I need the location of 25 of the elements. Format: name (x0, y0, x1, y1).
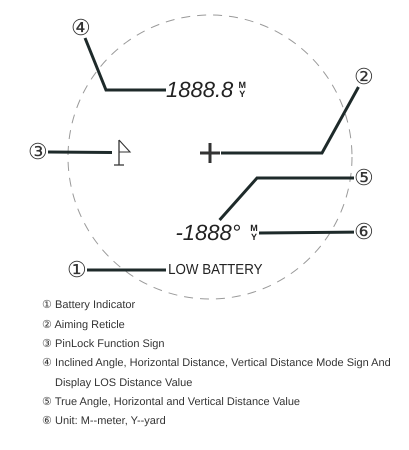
legend-note: ③ PinLock Function Sign (42, 337, 166, 352)
leader-line (221, 86, 360, 154)
flag-icon (112, 139, 132, 166)
callout-number: ① (67, 259, 87, 281)
leader-line (258, 230, 354, 234)
leader-line (218, 176, 354, 221)
callout-number: ⑥ (354, 221, 374, 243)
legend-note: ④ Inclined Angle, Horizontal Distance, Vertical Distance Mode Sign And Display LOS Distance Value (42, 356, 392, 390)
angle-readout: -1888° (175, 222, 241, 244)
unit-sign: M Y (250, 224, 258, 242)
distance-readout: 1888.8 (166, 79, 234, 101)
callout-number: ⑤ (354, 167, 374, 189)
leader-line (87, 268, 166, 272)
legend-note: ⑥ Unit: M--meter, Y--yard (42, 414, 167, 429)
callout-number: ② (354, 66, 374, 88)
callout-number: ④ (71, 17, 91, 39)
battery-warning: LOW BATTERY (168, 262, 262, 278)
legend-note: ⑤ True Angle, Horizontal and Vertical Distance Value (42, 395, 302, 410)
callout-number: ③ (28, 141, 48, 163)
legend-note: ② Aiming Reticle (42, 318, 126, 333)
leader-line (48, 150, 112, 154)
legend-note: ① Battery Indicator (42, 298, 136, 313)
leader-line (84, 37, 166, 92)
crosshair-icon (199, 142, 221, 164)
unit-sign: M Y (238, 81, 246, 99)
